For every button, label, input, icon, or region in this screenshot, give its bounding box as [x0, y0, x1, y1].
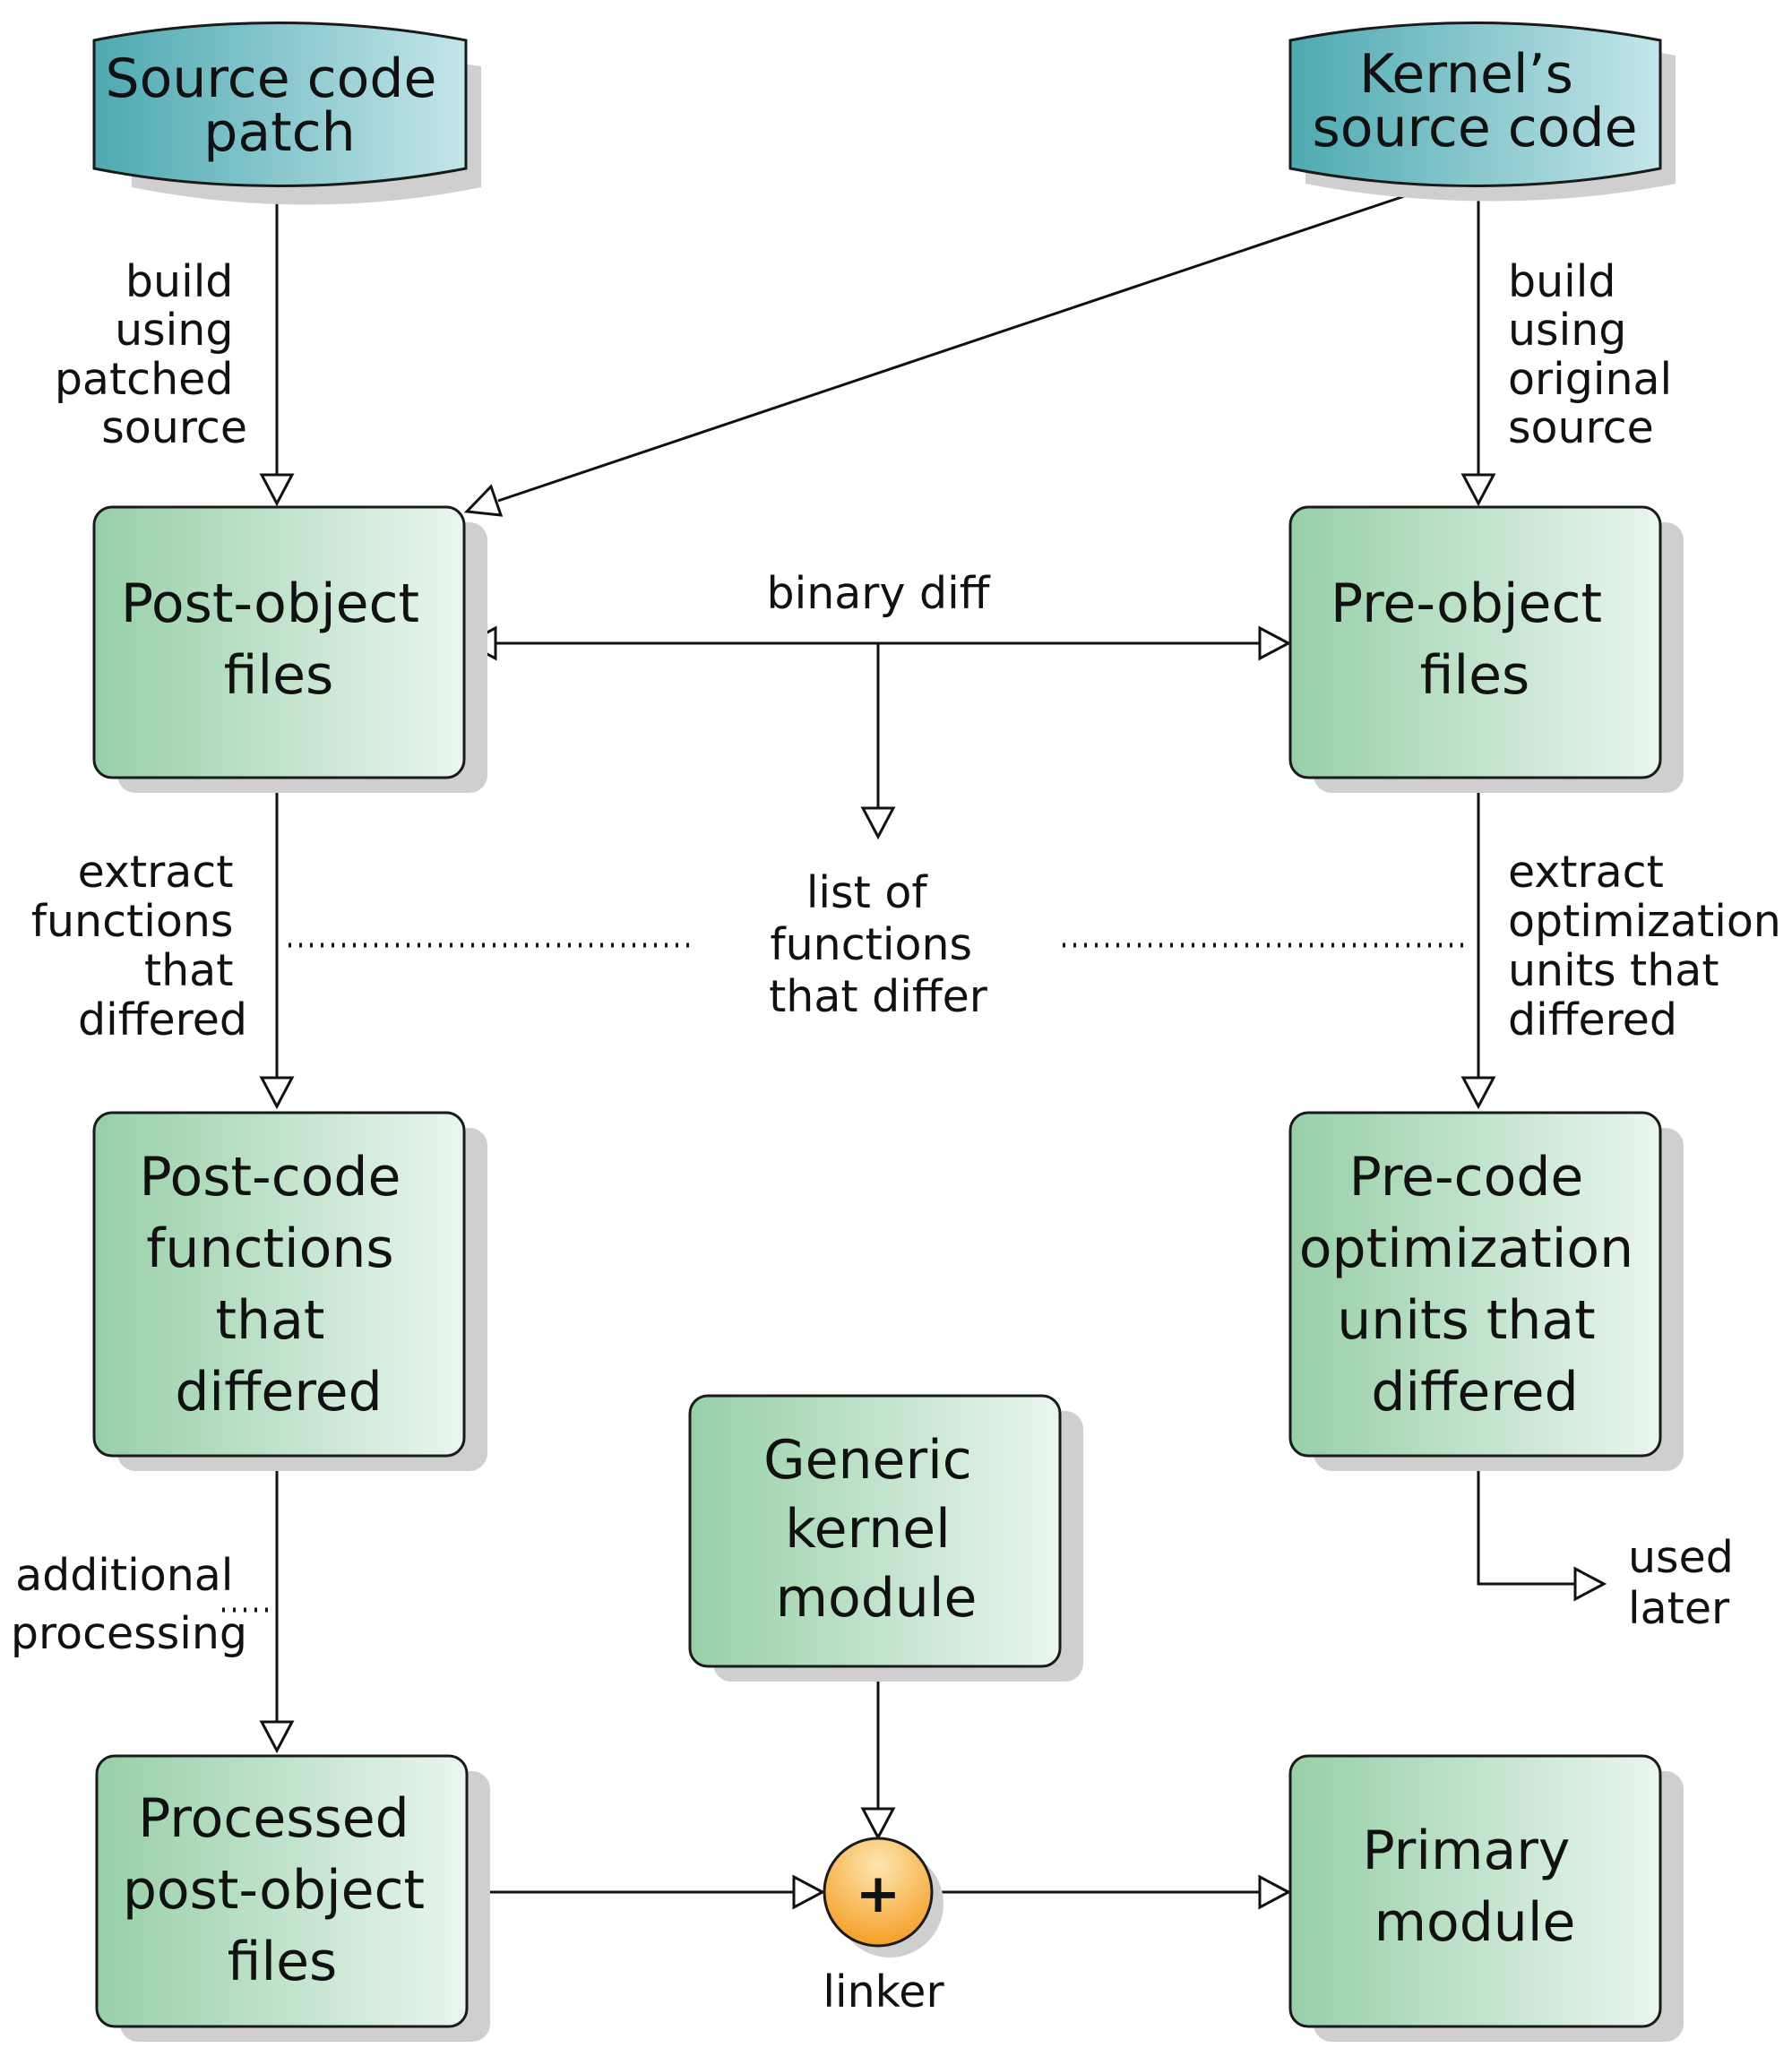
edge-processed-to-linker: [469, 1874, 826, 1910]
node-label-line: source code: [1312, 97, 1637, 159]
label-extract-optimization-units: extract optimization units that differed: [1508, 847, 1792, 1045]
edge-patch-to-post-object: [259, 190, 295, 507]
node-label-line: that: [216, 1289, 325, 1352]
edge-binary-diff: [463, 625, 1292, 840]
svg-text:Kernel’s source code: Kernel’s source code: [1312, 43, 1637, 159]
node-primary-module: Primary module: [1288, 1754, 1684, 2042]
node-post-code-functions: Post-code functions that differed: [92, 1111, 487, 1471]
label-extract-functions: extract functions that differed: [31, 847, 247, 1045]
edge-generic-to-linker: [860, 1665, 896, 1841]
node-label-line: module: [1374, 1891, 1576, 1954]
node-label-line: Pre-code: [1349, 1146, 1584, 1209]
node-label-line: files: [228, 1931, 338, 1993]
svg-text:Pre-object files: Pre-object files: [1331, 572, 1619, 707]
svg-text:Pre-code optimization: Pre-code optimization units that differe…: [1299, 1146, 1650, 1424]
label-used-later: used later: [1628, 1532, 1747, 1634]
node-label-line: Primary: [1363, 1820, 1571, 1882]
svg-text:Primary module: Primary module: [1363, 1820, 1588, 1954]
node-kernel-source-code: Kernel’s source code: [1288, 22, 1676, 202]
node-label-line: differed: [175, 1361, 382, 1424]
node-label-line: Pre-object: [1331, 572, 1602, 635]
node-processed-post-object-files: Processed post-object files: [95, 1754, 490, 2042]
node-post-object-files: Post-object files: [92, 505, 487, 793]
node-label-line: Processed: [138, 1787, 409, 1850]
linker-label: linker: [823, 1966, 944, 2018]
edge-post-object-to-post-code: [259, 778, 295, 1110]
node-pre-object-files: Pre-object files: [1288, 505, 1684, 793]
edge-pre-code-to-used-later: [1477, 1456, 1607, 1602]
edge-kernel-to-pre-object: [1460, 190, 1496, 507]
node-source-code-patch: Source code patch: [92, 22, 481, 205]
svg-text:Post-code functions: Post-code functions that differed: [140, 1146, 418, 1424]
node-label-line: Post-object: [121, 572, 419, 635]
edge-linker-to-primary: [932, 1874, 1292, 1910]
node-label-line: Source code: [106, 47, 437, 110]
label-list-of-functions: list of functions that differ: [769, 867, 988, 1022]
svg-text:Generic kernel mod: Generic kernel module: [763, 1429, 989, 1630]
node-label-line: module: [776, 1567, 978, 1630]
edge-pre-object-to-pre-code: [1460, 778, 1496, 1110]
node-label-line: units that: [1337, 1289, 1595, 1352]
node-label-line: differed: [1371, 1361, 1578, 1424]
node-pre-code-optimization-units: Pre-code optimization units that differe…: [1288, 1111, 1684, 1471]
node-label-line: kernel: [785, 1498, 951, 1561]
node-label-line: optimization: [1299, 1217, 1633, 1280]
node-linker: + linker: [823, 1837, 944, 2018]
edge-post-code-to-processed: [259, 1456, 295, 1754]
svg-text:Source code patch: Source code patch: [106, 47, 454, 164]
svg-text:Post-object files: Post-object files: [121, 572, 436, 707]
label-build-patched: build using patched source: [55, 256, 247, 453]
linker-plus-symbol: +: [856, 1863, 900, 1925]
node-label-line: files: [224, 644, 334, 707]
edge-kernel-to-post-object: [463, 184, 1437, 517]
node-label-line: Kernel’s: [1359, 43, 1573, 106]
svg-text:Processed post-object: Processed post-object files: [123, 1787, 442, 1993]
node-generic-kernel-module: Generic kernel module: [688, 1394, 1083, 1682]
node-label-line: functions: [146, 1217, 393, 1280]
label-build-original: build using original source: [1508, 256, 1686, 453]
node-label-line: Post-code: [140, 1146, 401, 1209]
node-label-line: Generic: [763, 1429, 972, 1492]
node-label-line: post-object: [123, 1859, 425, 1922]
label-binary-diff: binary diff: [767, 568, 991, 619]
node-label-line: patch: [203, 101, 355, 164]
label-additional-processing: additional processing: [11, 1550, 247, 1659]
node-label-line: files: [1420, 644, 1530, 707]
